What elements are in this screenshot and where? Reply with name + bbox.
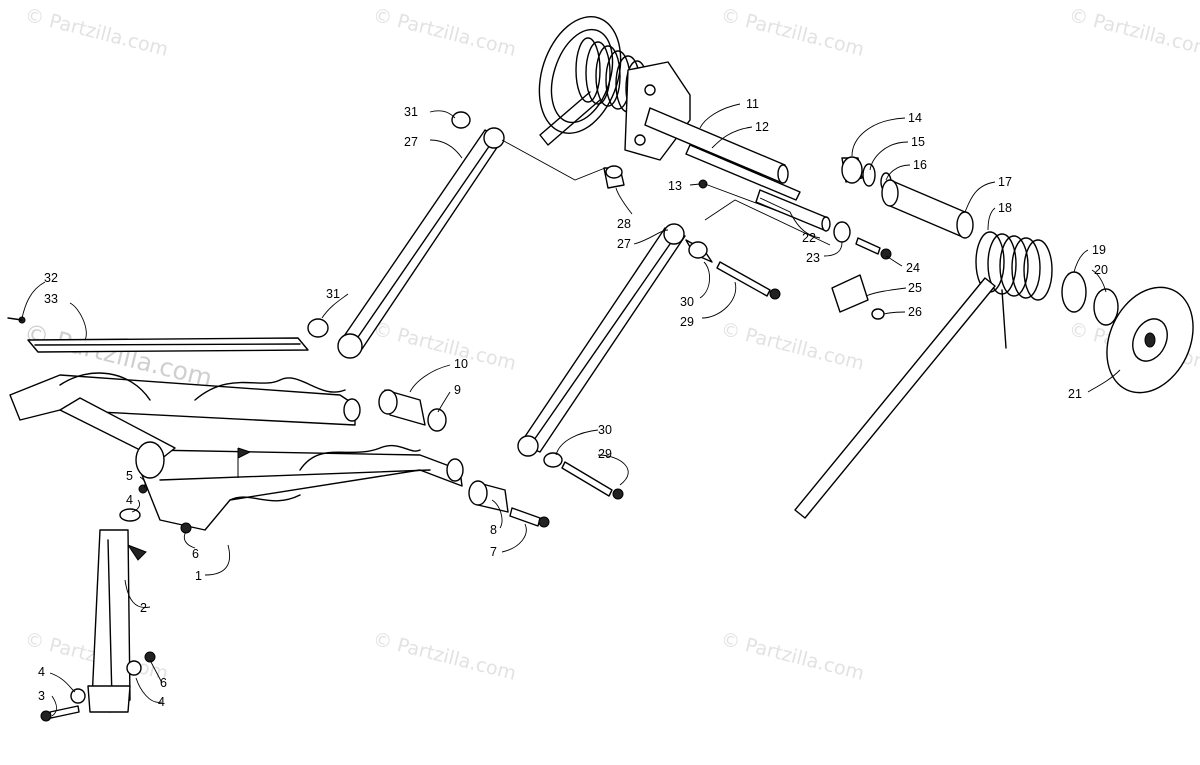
callout-14: 14: [908, 111, 922, 125]
callout-30: 30: [680, 295, 694, 309]
callout-26: 26: [908, 305, 922, 319]
callout-4: 4: [38, 665, 45, 679]
callout-15: 15: [911, 135, 925, 149]
link-arms: [337, 127, 686, 457]
callout-11: 11: [746, 97, 759, 111]
callout-12: 12: [755, 120, 769, 134]
callout-32: 32: [44, 271, 58, 285]
callout-4: 4: [126, 493, 133, 507]
callout-1: 1: [195, 569, 202, 583]
callout-31: 31: [326, 287, 340, 301]
leg-bracket-2: [40, 484, 192, 722]
callout-30: 30: [598, 423, 612, 437]
callout-28: 28: [617, 217, 631, 231]
callout-23: 23: [806, 251, 820, 265]
callout-4: 4: [158, 695, 165, 709]
callout-22: 22: [802, 231, 816, 245]
callout-10: 10: [454, 357, 468, 371]
callout-33: 33: [44, 292, 58, 306]
callout-29: 29: [680, 315, 694, 329]
cross-bar-32-33: [7, 316, 309, 353]
callout-5: 5: [126, 469, 133, 483]
callout-7: 7: [490, 545, 497, 559]
callout-labels: 31 27 31 11 12 13 28 27 30 29 14 15 16 1…: [38, 97, 1108, 709]
callout-6: 6: [160, 676, 167, 690]
callout-25: 25: [908, 281, 922, 295]
front-arm-assembly: [9, 372, 464, 561]
callout-31: 31: [404, 105, 418, 119]
callout-2: 2: [140, 601, 147, 615]
callout-13: 13: [668, 179, 682, 193]
callout-19: 19: [1092, 243, 1106, 257]
callout-17: 17: [998, 175, 1012, 189]
callout-18: 18: [998, 201, 1012, 215]
mid-hardware: [307, 111, 781, 500]
rear-spring-wheel-assembly: [794, 231, 1194, 519]
pivot-hardware: [378, 389, 550, 528]
callout-27: 27: [404, 135, 418, 149]
callout-8: 8: [490, 523, 497, 537]
right-hardware: [831, 156, 974, 320]
callout-16: 16: [913, 158, 927, 172]
callout-21: 21: [1068, 387, 1082, 401]
upper-wheel-assembly: [538, 16, 831, 232]
callout-20: 20: [1094, 263, 1108, 277]
callout-24: 24: [906, 261, 920, 275]
callout-3: 3: [38, 689, 45, 703]
callout-6: 6: [192, 547, 199, 561]
callout-27: 27: [617, 237, 631, 251]
leader-lines: [21, 103, 1121, 717]
callout-29: 29: [598, 447, 612, 461]
callout-9: 9: [454, 383, 461, 397]
